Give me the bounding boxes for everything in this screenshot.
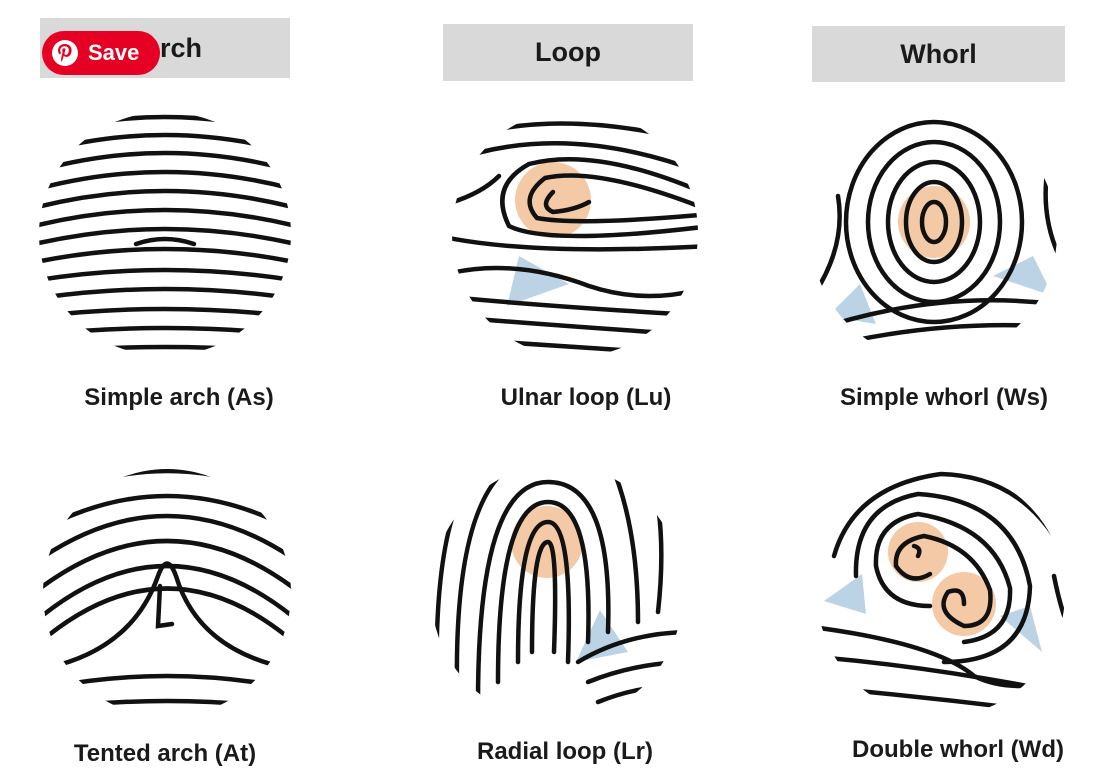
caption-tented-arch: Tented arch (At) [30,740,300,768]
loop-header: Loop [443,24,693,81]
caption-ulnar-loop: Ulnar loop (Lu) [448,384,724,412]
pinterest-icon [52,40,78,66]
simple-arch-fingerprint [36,108,294,360]
caption-simple-whorl: Simple whorl (Ws) [808,384,1080,412]
ulnar-loop-fingerprint [449,106,701,360]
caption-double-whorl: Double whorl (Wd) [816,736,1100,764]
whorl-header-label: Whorl [900,39,976,70]
arch-header-label: rch [160,33,202,64]
caption-simple-arch: Simple arch (As) [40,384,318,412]
save-button[interactable]: Save [42,31,160,75]
radial-loop-fingerprint [428,462,686,724]
simple-whorl-fingerprint [808,106,1060,362]
caption-radial-loop: Radial loop (Lr) [426,738,704,766]
whorl-header: Whorl [812,26,1065,82]
double-whorl-fingerprint [814,466,1068,720]
loop-header-label: Loop [535,37,601,68]
tented-arch-fingerprint [40,466,294,720]
save-button-label: Save [88,40,139,66]
